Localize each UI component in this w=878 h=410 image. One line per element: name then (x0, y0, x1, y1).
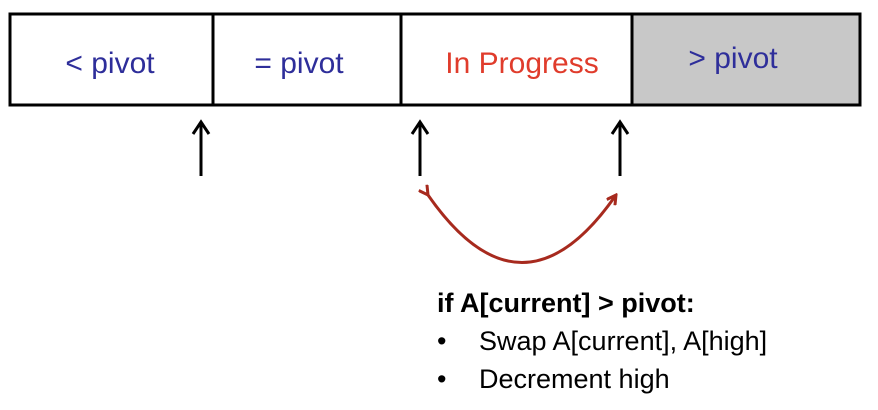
condition-step-decrement: • Decrement high (437, 360, 767, 398)
pointer-arrows (191, 119, 630, 176)
condition-step-text: Swap A[current], A[high] (479, 326, 768, 356)
bullet: • (437, 364, 447, 394)
cell-equal-pivot (211, 12, 403, 107)
partition-diagram: < pivot = pivot In Progress > pivot (8, 12, 862, 264)
pointer-arrow-current (410, 119, 430, 176)
cell-less-than-pivot (8, 12, 215, 107)
condition-step-text: Decrement high (479, 364, 670, 394)
condition-title: if A[current] > pivot: (437, 288, 695, 318)
condition-block: if A[current] > pivot: • Swap A[current]… (437, 284, 767, 398)
cell-label-less-than-pivot: < pivot (65, 47, 155, 80)
cell-greater-than-pivot (630, 12, 862, 107)
cell-label-in-progress: In Progress (445, 47, 598, 80)
pointer-arrow-low (191, 119, 211, 176)
swap-arrow (428, 195, 616, 264)
pointer-arrow-high (610, 119, 630, 176)
cell-label-equal-pivot: = pivot (254, 47, 344, 80)
cell-label-greater-than-pivot: > pivot (688, 42, 778, 75)
cell-in-progress (399, 12, 634, 107)
bullet: • (437, 326, 447, 356)
condition-step-swap: • Swap A[current], A[high] (437, 322, 767, 360)
array-bar: < pivot = pivot In Progress > pivot (8, 12, 862, 107)
